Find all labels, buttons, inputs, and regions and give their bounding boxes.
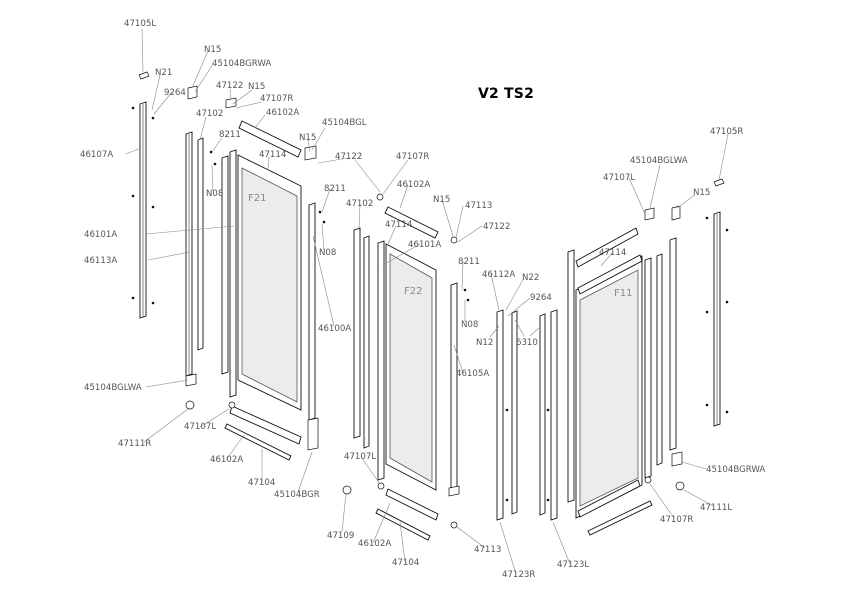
part-label: N08 bbox=[461, 320, 478, 330]
part-label: N08 bbox=[319, 248, 336, 258]
hinges-right bbox=[644, 205, 685, 491]
part-label: 47104 bbox=[392, 558, 419, 568]
part-label: 47107L bbox=[344, 452, 376, 462]
part-label: 47123R bbox=[502, 570, 535, 580]
door-panel-f11: F11 bbox=[567, 249, 643, 519]
part-label: 47111L bbox=[700, 503, 732, 513]
part-label: N15 bbox=[248, 82, 265, 92]
part-label: 47113 bbox=[474, 545, 501, 555]
part-label: 47102 bbox=[346, 199, 373, 209]
top-rail-46102A-centre bbox=[384, 206, 439, 239]
top-rail-46102A-left bbox=[238, 120, 302, 158]
part-label: 47114 bbox=[599, 248, 626, 258]
profile-46105A bbox=[450, 282, 458, 491]
part-label: 47107R bbox=[260, 94, 293, 104]
small-parts-left bbox=[209, 150, 352, 495]
bottom-rail-centre bbox=[375, 488, 439, 541]
part-label: 46102A bbox=[266, 108, 299, 118]
part-label: 47111R bbox=[118, 439, 151, 449]
top-cap-47105L bbox=[138, 71, 150, 80]
part-label: 47114 bbox=[385, 220, 412, 230]
part-label: 46102A bbox=[210, 455, 243, 465]
part-label: 45104BGR bbox=[274, 490, 320, 500]
part-label: 47123L bbox=[557, 560, 589, 570]
part-label: 47122 bbox=[216, 81, 243, 91]
part-label: 47105R bbox=[710, 127, 743, 137]
top-rail-right bbox=[575, 227, 643, 295]
part-label: 45104BGRWA bbox=[706, 465, 765, 475]
part-label: 47107R bbox=[660, 515, 693, 525]
diagram-title: V2 TS2 bbox=[478, 86, 535, 102]
profile-46113A bbox=[185, 131, 193, 377]
part-label: 47107R bbox=[396, 152, 429, 162]
part-label: N15 bbox=[693, 188, 710, 198]
part-label: 46100A bbox=[318, 324, 351, 334]
part-label: N08 bbox=[206, 189, 223, 199]
part-label: 45104BGLWA bbox=[630, 156, 688, 166]
part-label: 47102 bbox=[196, 109, 223, 119]
part-label: N15 bbox=[433, 195, 450, 205]
part-label: 46102A bbox=[397, 180, 430, 190]
glass-label-f11: F11 bbox=[614, 288, 632, 299]
part-label: 8211 bbox=[219, 130, 241, 140]
part-label: 45104BGLWA bbox=[84, 383, 142, 393]
part-label: 8211 bbox=[324, 184, 346, 194]
bottom-rail-right bbox=[577, 479, 653, 536]
part-label: 47104 bbox=[248, 478, 275, 488]
part-label: 47107L bbox=[603, 173, 635, 183]
part-label: 47105L bbox=[124, 19, 156, 29]
part-label: N22 bbox=[522, 273, 539, 283]
part-label: 46113A bbox=[84, 256, 117, 266]
part-label: 6310 bbox=[516, 338, 538, 348]
part-label: 47122 bbox=[483, 222, 510, 232]
wall-profile-right bbox=[705, 178, 729, 427]
hinge-top-centre-left bbox=[225, 97, 317, 161]
part-label: 46101A bbox=[408, 240, 441, 250]
hinge-top-left bbox=[185, 85, 198, 410]
door-panel-f22: F22 bbox=[353, 227, 437, 491]
profile-47123L bbox=[539, 309, 558, 521]
profile-46101A-left bbox=[197, 137, 204, 351]
part-label: N12 bbox=[476, 338, 493, 348]
part-label: 9264 bbox=[530, 293, 552, 303]
part-label: N15 bbox=[204, 45, 221, 55]
part-label: 46112A bbox=[482, 270, 515, 280]
part-labels: 47105L N15 45104BGRWA N21 9264 47122 N15… bbox=[80, 19, 765, 580]
leader-lines bbox=[125, 28, 729, 575]
part-label: 45104BGL bbox=[322, 118, 367, 128]
part-label: 47122 bbox=[335, 152, 362, 162]
part-label: 46101A bbox=[84, 230, 117, 240]
part-label: N15 bbox=[299, 133, 316, 143]
part-label: 45104BGRWA bbox=[212, 59, 271, 69]
part-label: 46107A bbox=[80, 150, 113, 160]
part-label: 47114 bbox=[259, 150, 286, 160]
part-label: 8211 bbox=[458, 257, 480, 267]
part-label: 47113 bbox=[465, 201, 492, 211]
profile-46100A bbox=[307, 202, 319, 451]
part-label: 47109 bbox=[327, 531, 354, 541]
part-label: 46102A bbox=[358, 539, 391, 549]
glass-label-f21: F21 bbox=[248, 193, 266, 204]
hinge-centre bbox=[376, 193, 470, 529]
wall-profile-left bbox=[131, 101, 155, 319]
part-label: 9264 bbox=[164, 88, 186, 98]
part-label: 46105A bbox=[456, 369, 489, 379]
profile-47123R bbox=[496, 309, 518, 521]
part-label: N21 bbox=[155, 68, 172, 78]
door-panel-f21: F21 bbox=[221, 149, 302, 411]
profile-right-pair bbox=[644, 237, 677, 479]
part-label: 47107L bbox=[184, 422, 216, 432]
glass-label-f22: F22 bbox=[404, 286, 422, 297]
bottom-rail-left bbox=[224, 405, 302, 461]
